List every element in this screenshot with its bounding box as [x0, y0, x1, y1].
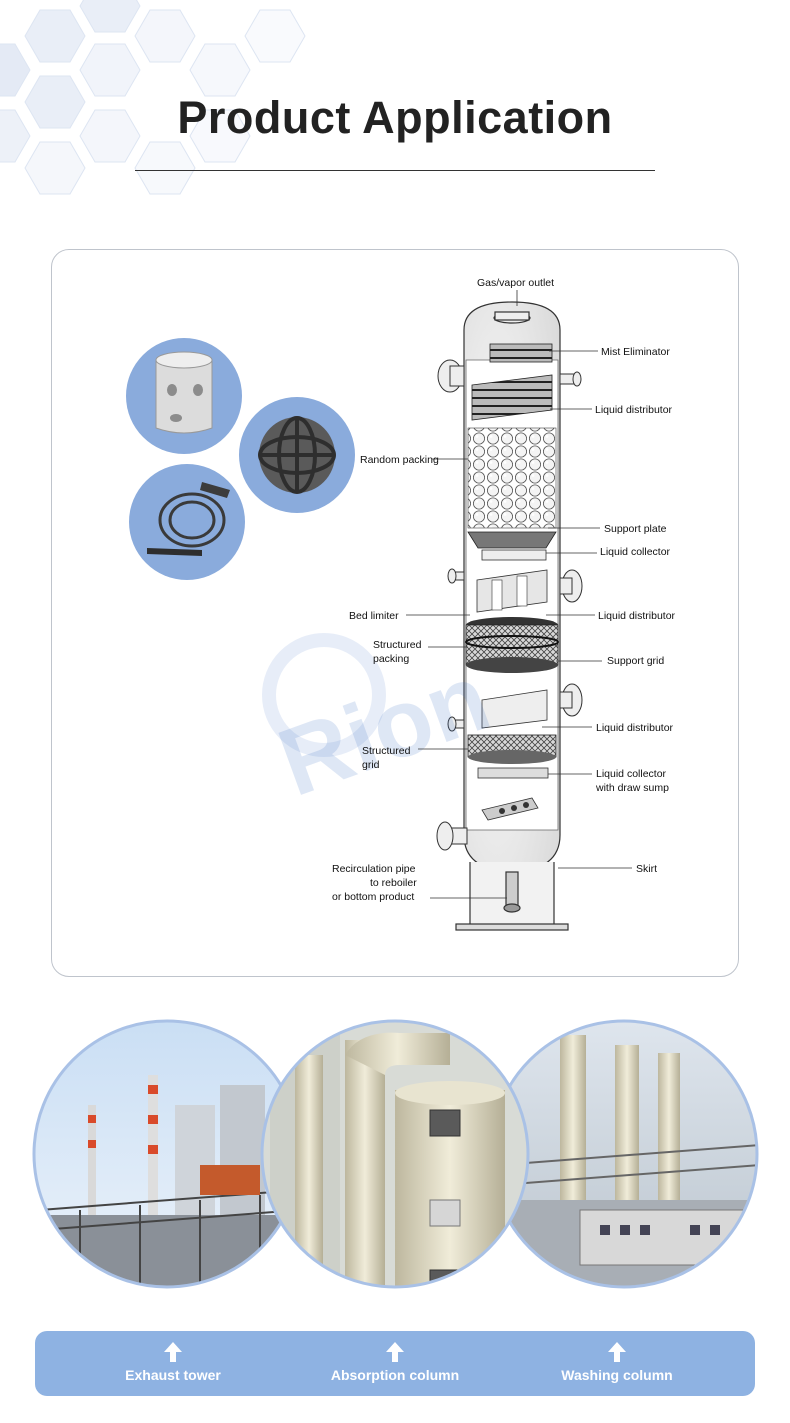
label-recirculation-line1: Recirculation pipe: [332, 863, 416, 875]
column-diagram-panel: Rion Gas/vapor outlet Mist Eliminator Li…: [51, 249, 739, 977]
label-random-packing: Random packing: [360, 454, 439, 466]
label-skirt: Skirt: [636, 863, 657, 875]
label-recirculation-line2: to reboiler: [370, 877, 417, 889]
application-label: Washing column: [561, 1367, 673, 1383]
application-washing-column: Washing column: [497, 1331, 737, 1396]
column-skirt: [455, 862, 569, 931]
up-arrow-icon: [608, 1342, 626, 1362]
hexagon-pattern: [0, 0, 306, 195]
label-liquid-collector: Liquid collector: [600, 546, 671, 558]
application-photos: [32, 1019, 759, 1289]
metal-ring-image: [129, 464, 245, 580]
column-nozzles: [436, 359, 583, 851]
label-structured-packing-line1: Structured: [373, 639, 422, 651]
label-liquid-distributor-middle: Liquid distributor: [598, 610, 676, 622]
up-arrow-icon: [164, 1342, 182, 1362]
label-liquid-collector-sump-line1: Liquid collector: [596, 768, 667, 780]
application-exhaust-tower: Exhaust tower: [53, 1331, 293, 1396]
label-liquid-distributor-top: Liquid distributor: [595, 404, 673, 416]
application-absorption-column: Absorption column: [275, 1331, 515, 1396]
label-support-plate: Support plate: [604, 523, 667, 535]
column-interior: [465, 343, 559, 831]
packed-column-diagram: Rion Gas/vapor outlet Mist Eliminator Li…: [126, 277, 676, 931]
application-label: Absorption column: [330, 1367, 460, 1383]
application-label-bar: Exhaust tower Absorption column Washing …: [35, 1331, 755, 1396]
label-gas-outlet: Gas/vapor outlet: [477, 277, 554, 289]
label-mist-eliminator: Mist Eliminator: [601, 346, 670, 358]
label-liquid-distributor-bottom: Liquid distributor: [596, 722, 674, 734]
packing-product-images: [126, 338, 355, 580]
title-underline: [135, 170, 655, 171]
label-structured-packing-line2: packing: [373, 653, 409, 665]
label-liquid-collector-sump-line2: with draw sump: [595, 782, 669, 794]
leader-lines: [406, 290, 632, 899]
label-structured-grid-line2: grid: [362, 759, 380, 771]
washing-column-photo: [491, 1021, 757, 1287]
label-support-grid: Support grid: [607, 655, 664, 667]
label-recirculation-line3: or bottom product: [332, 891, 414, 903]
label-bed-limiter: Bed limiter: [349, 610, 399, 622]
page-title: Product Application: [177, 92, 613, 143]
application-label: Exhaust tower: [125, 1367, 221, 1383]
label-structured-grid-line1: Structured: [362, 745, 411, 757]
up-arrow-icon: [386, 1342, 404, 1362]
